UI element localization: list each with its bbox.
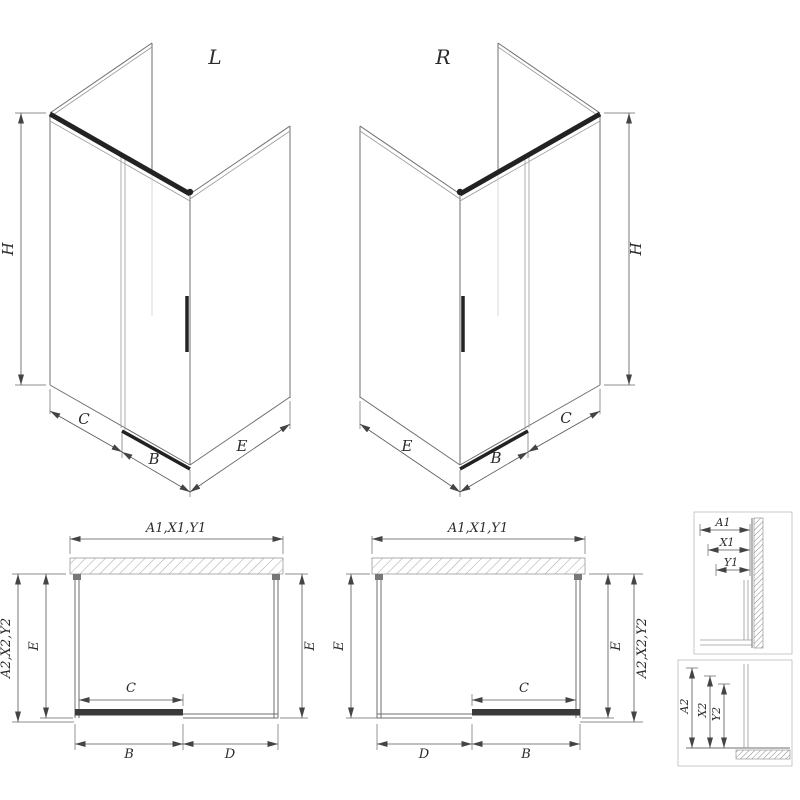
dim-line-c [49,410,123,453]
iso-view-right: R H C B E [359,42,645,497]
dim-label-c: C [78,410,90,428]
plan-view-right: A1,X1,Y1 E E A2,X2,Y2 C D B [332,521,650,762]
dim-label-e-left: E [27,641,42,652]
dim-label-b: B [489,449,501,467]
dim-label-a2: A2 [678,699,691,715]
top-rail [458,111,602,197]
glass-thickness-lines [49,46,291,430]
dim-label-e-right: E [303,641,318,652]
dim-label-c: C [126,681,136,696]
dim-label-e-right: E [609,641,624,652]
variant-label: L [207,45,221,69]
extension-lines [686,667,730,685]
glass-panel-edges [359,42,601,466]
wall-profile-section [735,749,791,760]
roller-bracket-icon [186,188,194,196]
wall-profile-left [73,574,81,580]
plan-view-left: A1,X1,Y1 A2,X2,Y2 E E C B D [0,521,318,762]
dim-label-x2: X2 [696,703,709,719]
glass-panel-edges [49,42,291,466]
dim-label-y1: Y1 [724,556,738,569]
dim-line-e [189,423,291,493]
dim-label-a1x1y1: A1,X1,Y1 [145,521,206,536]
dim-line-b [121,451,191,493]
dim-label-c: C [560,409,572,427]
top-rail [48,111,192,197]
dim-label-x1: X1 [719,536,735,549]
dim-label-e-left: E [332,641,347,652]
wall-profile-left [375,574,383,580]
bathroom-wall [371,557,586,575]
wall-profile-section [753,517,764,649]
dim-label-a1x1y1: A1,X1,Y1 [447,521,508,536]
glass-thickness-lines [359,46,601,430]
dim-line-c [527,410,601,453]
dim-label-d: D [224,747,236,762]
glass-walls [376,574,581,719]
detail-view-a1: A1 X1 Y1 [693,511,793,655]
bathroom-wall [69,557,284,575]
extension-lines [15,112,291,497]
dim-line-b [459,451,529,493]
dim-label-e: E [236,437,248,455]
dim-label-y2: Y2 [710,707,723,721]
sliding-door [75,709,183,716]
detail-view-a2: A2 X2 Y2 [677,659,793,767]
variant-label: R [434,45,450,69]
roller-bracket-icon [456,188,464,196]
dim-line-e [359,423,461,493]
dim-label-h: H [0,242,17,257]
detail-border [677,659,793,767]
dim-label-d: D [418,747,430,762]
detail-border [693,511,793,655]
iso-view-left: L H C B E [0,42,291,497]
dim-label-c: C [519,681,529,696]
glass-lines [743,664,749,748]
dim-label-e: E [401,437,413,455]
dim-label-h: H [627,242,645,257]
dim-label-b: B [123,747,134,762]
dim-label-a1: A1 [715,516,731,529]
dim-label-a2x2y2: A2,X2,Y2 [0,618,14,679]
wall-profile-right [272,574,280,580]
glass-lines [700,580,752,646]
dim-label-b: B [520,747,531,762]
glass-walls [74,574,279,719]
dim-label-b: B [147,450,159,468]
wall-profile-right [574,574,582,580]
sliding-door [472,709,580,716]
dim-label-a2x2y2: A2,X2,Y2 [635,618,650,679]
